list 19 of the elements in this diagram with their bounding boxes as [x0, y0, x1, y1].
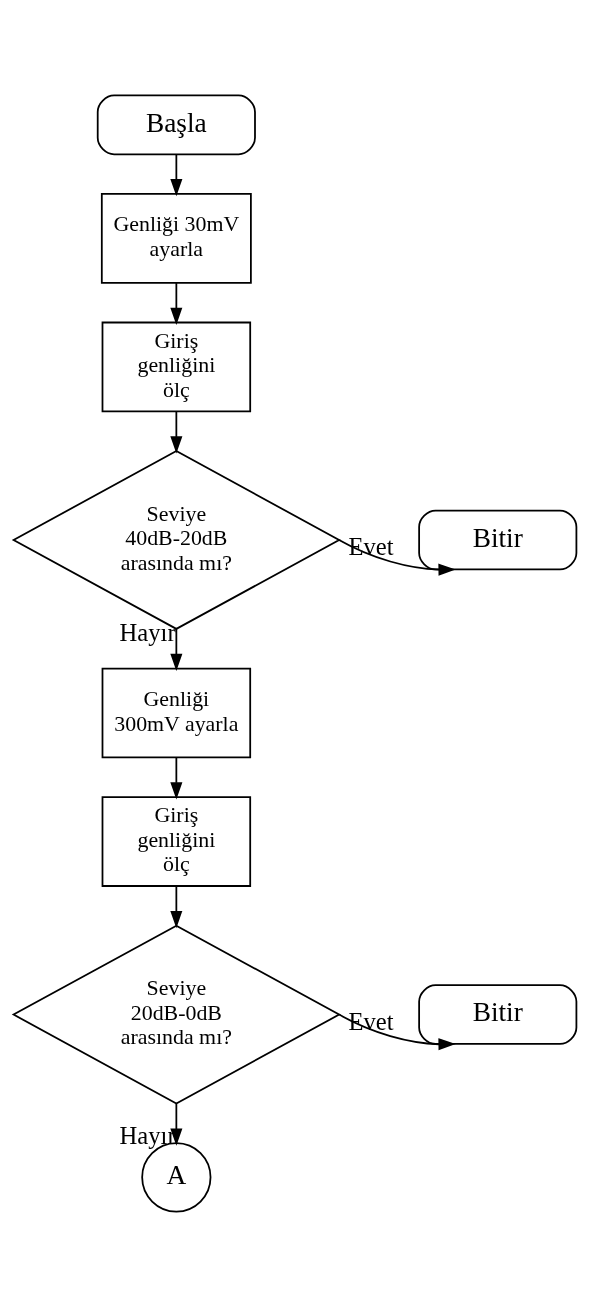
node-box: Başla — [96, 94, 256, 155]
node-diamond: Seviye 20dB-0dB arasında mı? — [11, 924, 341, 1104]
node-box: Giriş genliğini ölç — [101, 795, 252, 887]
arrow — [170, 627, 183, 671]
node-box: Genliği 30mV ayarla — [100, 192, 252, 284]
arrow — [170, 756, 183, 799]
arrow — [338, 538, 456, 576]
arrow — [170, 884, 183, 928]
edge-label: Evet — [348, 1007, 394, 1035]
node-box: Genliği 300mV ayarla — [101, 667, 252, 758]
node-box: Bitir — [418, 983, 578, 1045]
arrow — [170, 153, 183, 196]
arrow — [170, 1102, 183, 1146]
node-box: Bitir — [418, 509, 578, 570]
arrow — [170, 281, 183, 325]
arrow — [170, 410, 183, 454]
arrow — [338, 1013, 456, 1050]
node-box: Giriş genliğini ölç — [101, 321, 252, 412]
edge-label: Evet — [348, 532, 394, 560]
